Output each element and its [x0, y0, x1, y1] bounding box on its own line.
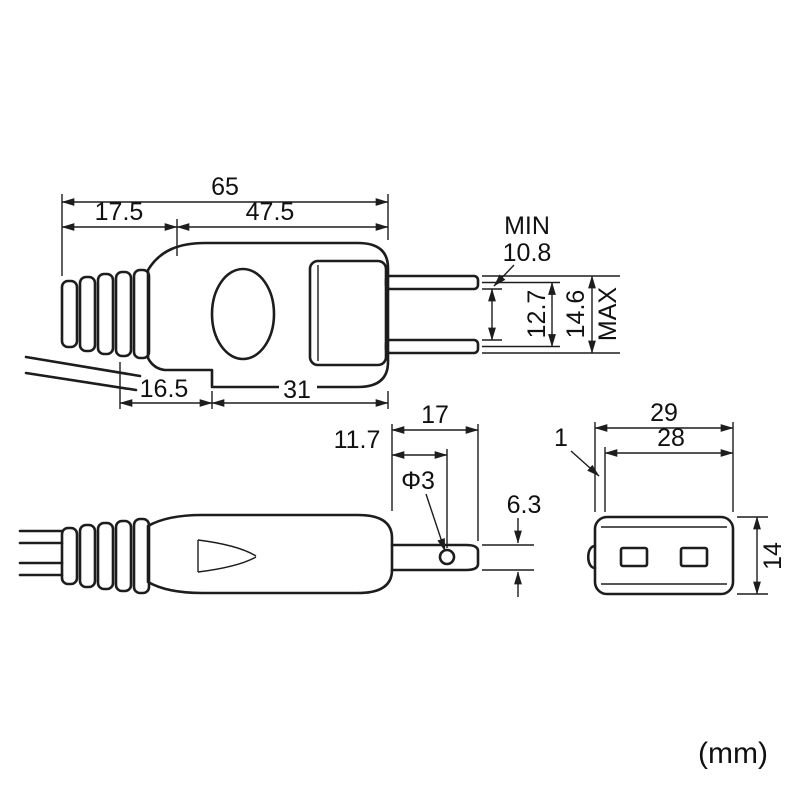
- blade-front-left: [619, 546, 649, 568]
- dim-rear-section: 16.5: [140, 375, 189, 403]
- dim-min-value: 10.8: [503, 239, 552, 267]
- unit-label: (mm): [698, 737, 768, 770]
- blade-hole: [438, 548, 456, 566]
- body-oval-detail: [210, 267, 276, 361]
- strain-relief-boot: [60, 268, 151, 360]
- dimension-lines-side: [391, 424, 534, 597]
- dim-max-label: MAX: [594, 287, 622, 342]
- dim-min-label: MIN: [504, 212, 550, 240]
- dim-blade-length: 17: [421, 401, 449, 429]
- dimension-lines-blades: [482, 264, 620, 354]
- plug-body-side: [146, 513, 394, 595]
- strain-relief-boot-side: [60, 517, 151, 595]
- dimension-lines-bottom: [119, 362, 389, 409]
- dim-overall-width: 29: [650, 399, 678, 427]
- dim-blade-pitch: 12.7: [523, 290, 551, 339]
- plug-face: [308, 259, 388, 367]
- dim-max-value: 14.6: [562, 290, 590, 339]
- dim-blade-width: 6.3: [507, 491, 542, 519]
- cord-line: [24, 355, 142, 378]
- blade-front-right: [679, 546, 709, 568]
- dim-height: 14: [759, 542, 787, 570]
- dim-front-section: 31: [283, 376, 311, 404]
- side-view-drawing: 17 11.7 Φ3 6.3: [18, 401, 542, 597]
- front-view-drawing: 29 28 1 14: [554, 399, 787, 596]
- dim-hole-offset: 11.7: [334, 426, 381, 454]
- dim-edge-offset: 1: [554, 424, 568, 452]
- dimension-lines-front: [570, 422, 768, 595]
- dim-inner-width: 28: [657, 424, 685, 452]
- side-bump: [586, 544, 597, 570]
- dimension-lines-top: [61, 194, 389, 276]
- dim-overall-length: 65: [211, 173, 239, 201]
- plug-body-front: [593, 515, 735, 596]
- blade-bottom: [384, 338, 480, 355]
- dim-hole-diameter: Φ3: [401, 467, 435, 495]
- dim-right-section: 47.5: [246, 198, 295, 226]
- top-view-drawing: 65 17.5 47.5 16.5 31 MIN 10.8: [24, 173, 622, 409]
- cord-line: [24, 371, 138, 392]
- dim-left-section: 17.5: [95, 198, 144, 226]
- plug-body: [146, 241, 390, 389]
- blade-side: [390, 543, 480, 572]
- blade-top: [384, 274, 480, 291]
- swivel-detail: [197, 539, 257, 573]
